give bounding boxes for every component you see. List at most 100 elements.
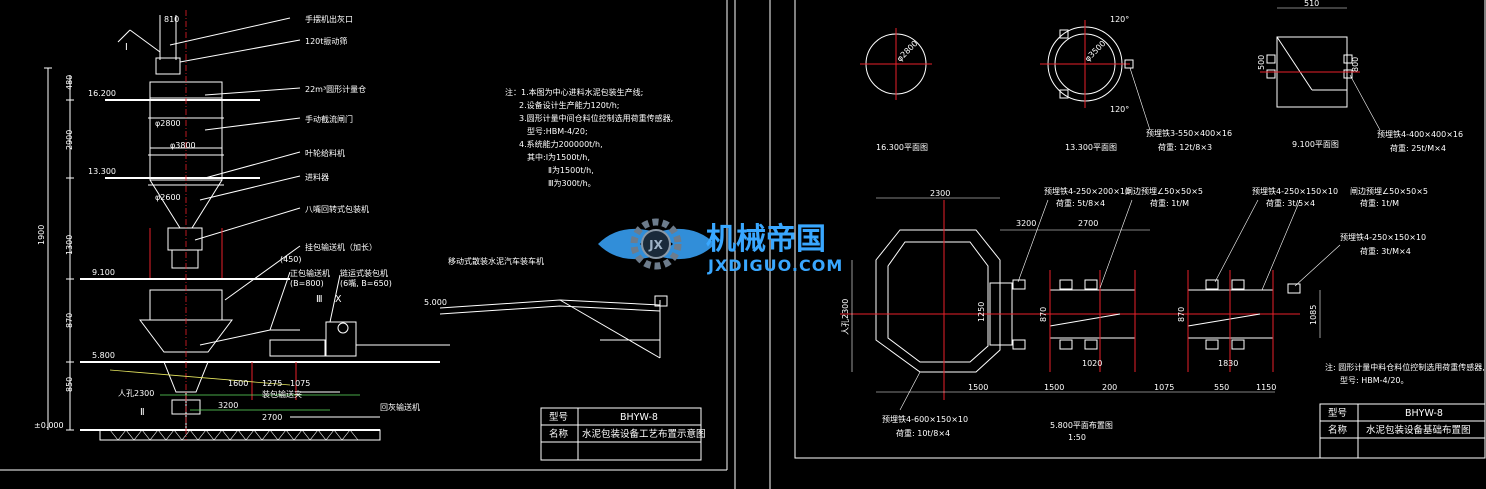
left-callouts: 手摆机出灰口 120t振动筛 22m³圆形计量仓 手动截流闸门 叶轮给料机 进料…	[262, 14, 544, 412]
embed-label: 荷重: 5t/8×4	[1056, 198, 1105, 208]
dim-label: 1250	[977, 302, 986, 322]
elevation-label: 5.000	[424, 298, 447, 307]
dim-label: 2700	[262, 413, 282, 422]
dim-label: 1085	[1309, 305, 1318, 325]
embed-label: 闸边预埋∠50×50×5	[1350, 186, 1428, 196]
note-line: Ⅲ为300t/h。	[548, 178, 596, 188]
callout-text: 叶轮给料机	[305, 148, 345, 158]
right-notes: 注: 圆形计量中料仓料位控制选用荷重传感器, 型号: HBM-4/20。	[1325, 362, 1485, 385]
title-block-label: 名称	[549, 428, 569, 440]
left-title-block: 型号 BHYW-8 名称 水泥包装设备工艺布置示意图	[549, 412, 706, 440]
watermark: JX 机械帝国 JXDIGUO.COM	[598, 218, 843, 275]
right-sheet	[769, 0, 1486, 489]
note-line: 型号: HBM-4/20。	[1340, 376, 1409, 385]
plan-label: 1:50	[1068, 433, 1086, 442]
embed-label: 闸边预埋∠50×50×5	[1125, 186, 1203, 196]
callout-text: 回灰输送机	[380, 402, 420, 412]
plan-label: 16.300平面图	[876, 143, 928, 152]
embed-label: 荷重: 3t/5×4	[1266, 198, 1315, 208]
embed-label: 预埋铁4-250×150×10	[1252, 186, 1338, 196]
callout-text: (B=800)	[290, 279, 324, 288]
left-sheet	[0, 0, 736, 489]
plan-label: 9.100平面图	[1292, 140, 1339, 149]
callout-text: 八嘴回转式包装机	[305, 204, 369, 214]
embed-label: 预埋铁4-400×400×16	[1377, 129, 1463, 139]
dim-label: 510	[1304, 0, 1319, 8]
right-title-block: 型号 BHYW-8 名称 水泥包装设备基础布置图	[1328, 408, 1471, 436]
callout-text: 22m³圆形计量仓	[305, 84, 366, 94]
note-line: 其中:Ⅰ为1500t/h,	[527, 152, 590, 162]
section-mark: Ⅱ	[140, 407, 145, 418]
note-line: Ⅱ为1500t/h,	[548, 165, 594, 175]
embed-label: 预埋铁4-600×150×10	[882, 414, 968, 424]
dim-label: 2300	[930, 189, 950, 198]
dim-label: 120°	[1110, 15, 1129, 24]
note-line: 4.系统能力200000t/h,	[519, 139, 603, 149]
right-dims: 510 500 800 2300 3200 2700 人孔2300 1500 1…	[841, 0, 1360, 392]
callout-text: 装包输送夹	[262, 389, 302, 399]
note-line: 型号:HBM-4/20;	[527, 127, 588, 136]
dim-label: φ3800	[170, 141, 196, 150]
plan-label: 5.800平面布置图	[1050, 420, 1113, 430]
dim-label: 3200	[218, 401, 238, 410]
dim-label: 500	[1257, 55, 1266, 70]
section-mark: Ⅰ	[125, 42, 128, 53]
right-embed-labels: 预埋铁3-550×400×16 荷重: 12t/8×3 预埋铁4-400×400…	[882, 128, 1463, 438]
section-mark: Ⅹ	[335, 294, 342, 305]
dim-label: 870	[1039, 307, 1048, 322]
dim-label: 1830	[1218, 359, 1238, 368]
dim-label: 850	[65, 377, 74, 392]
callout-text: (6嘴, B=650)	[340, 278, 392, 288]
dim-label: 3200	[1016, 219, 1036, 228]
elevation-label: 16.200	[88, 89, 116, 98]
note-line: 2.设备设计生产能力120t/h;	[519, 100, 620, 110]
dim-label: 1075	[1154, 383, 1174, 392]
dim-label: 1900	[37, 225, 46, 245]
dim-label: 2900	[65, 130, 74, 150]
watermark-url: JXDIGUO.COM	[707, 256, 843, 275]
dim-label: 870	[1177, 307, 1186, 322]
embed-label: 预埋铁3-550×400×16	[1146, 128, 1232, 138]
embed-label: 荷重: 25t/M×4	[1390, 143, 1446, 153]
title-block-label: 型号	[549, 412, 568, 423]
left-dims: 480 2900 1900 1300 870 850 1600 1275 107…	[37, 15, 342, 422]
title-block-label: 型号	[1328, 408, 1347, 419]
dim-label: 480	[65, 75, 74, 90]
dim-label: (450)	[280, 255, 302, 264]
dim-label: φ2800	[895, 39, 919, 63]
dim-label: 1600	[228, 379, 248, 388]
embed-label: 荷重: 12t/8×3	[1158, 142, 1212, 152]
callout-text: 手摆机出灰口	[305, 14, 353, 24]
dim-label: 人孔2300	[118, 389, 154, 398]
title-block-value: 水泥包装设备工艺布置示意图	[582, 428, 706, 440]
left-notes: 注：1.本图为中心进料水泥包装生产线; 2.设备设计生产能力120t/h; 3.…	[505, 87, 673, 188]
dim-label: 1500	[1044, 383, 1064, 392]
embed-label: 预埋铁4-250×150×10	[1340, 232, 1426, 242]
dim-label: 人孔2300	[841, 299, 850, 335]
embed-label: 荷重: 1t/M	[1360, 198, 1399, 208]
note-line: 注：1.本图为中心进料水泥包装生产线;	[505, 87, 643, 97]
dim-label: 800	[1351, 57, 1360, 72]
elevation-label: 9.100	[92, 268, 115, 277]
dim-label: 1300	[65, 235, 74, 255]
section-mark: Ⅲ	[316, 294, 323, 305]
plan-label: 13.300平面图	[1065, 143, 1117, 152]
dim-label: 1500	[968, 383, 988, 392]
title-block-label: 名称	[1328, 424, 1348, 436]
embed-label: 预埋铁4-250×200×10	[1044, 186, 1130, 196]
title-block-value: 水泥包装设备基础布置图	[1366, 424, 1471, 436]
dim-label: φ2800	[155, 119, 181, 128]
dim-label: 1075	[290, 379, 310, 388]
elevation-label: ±0.000	[34, 421, 64, 430]
dim-label: 550	[1214, 383, 1229, 392]
gear-logo-icon: JX	[598, 218, 715, 270]
title-block-value: BHYW-8	[620, 412, 658, 423]
dim-label: 1150	[1256, 383, 1276, 392]
dim-label: 1275	[262, 379, 282, 388]
dim-label: 2700	[1078, 219, 1098, 228]
dim-label: 1020	[1082, 359, 1102, 368]
svg-text:JX: JX	[648, 238, 663, 252]
callout-text: 正包输送机	[290, 268, 330, 278]
